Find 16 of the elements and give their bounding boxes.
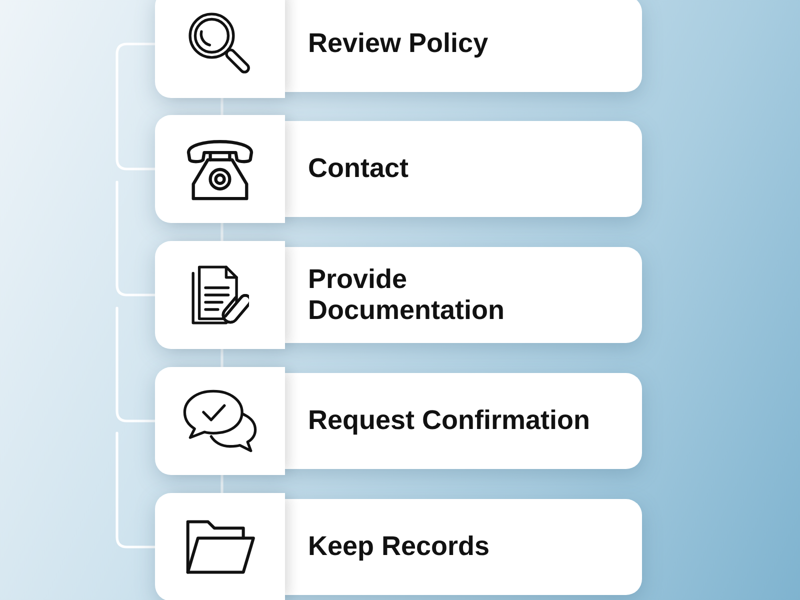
connector-line — [116, 306, 156, 422]
step-card — [155, 115, 642, 223]
connector-line — [220, 348, 224, 368]
step-label: Provide Documentation — [308, 264, 506, 326]
step-card — [155, 0, 642, 98]
step-label: Request Confirmation — [308, 405, 592, 437]
step-card — [155, 367, 642, 475]
step-label: Contact — [308, 153, 410, 185]
connector-line — [116, 432, 156, 548]
step-label: Review Policy — [308, 28, 490, 60]
step-card — [155, 241, 642, 349]
connector-line — [220, 474, 224, 494]
connector-line — [116, 180, 156, 296]
connector-line — [116, 42, 156, 170]
step-label: Keep Records — [308, 531, 491, 563]
step-card — [155, 493, 642, 600]
